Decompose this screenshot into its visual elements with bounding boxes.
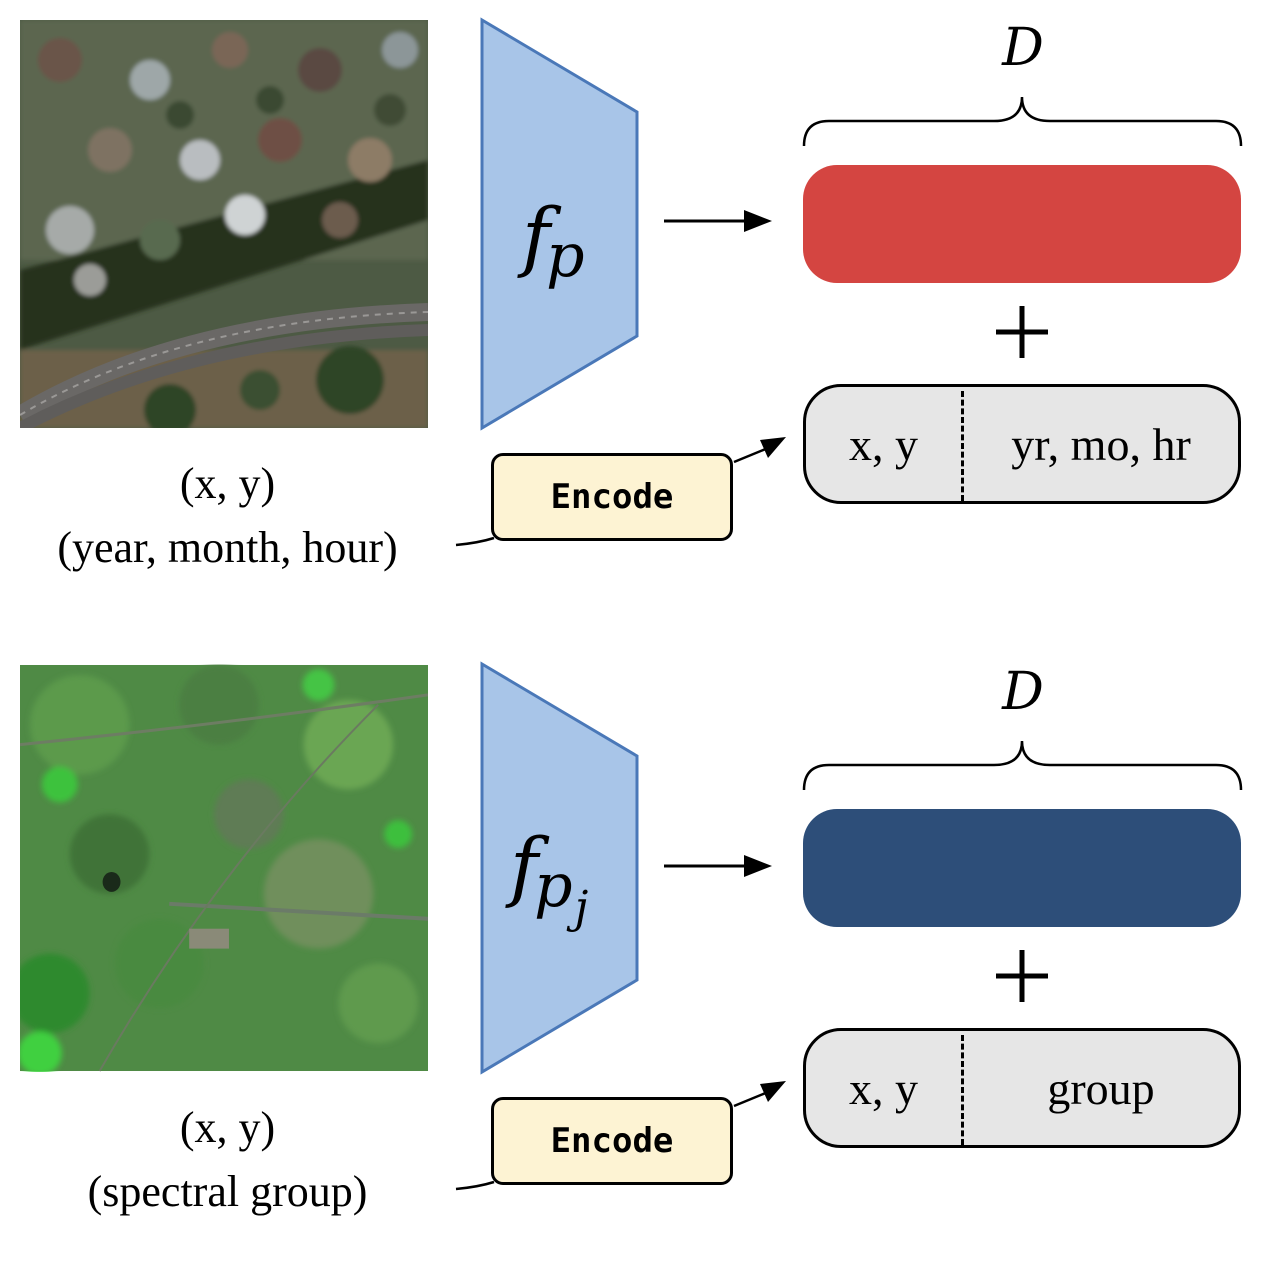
encoder-symbol: fpj — [505, 821, 588, 933]
caption-coordinates: (x, y) — [179, 1103, 276, 1152]
arrow-to-meta — [733, 1090, 769, 1108]
dimension-brace — [802, 740, 1243, 791]
metadata-group-label: group — [1047, 1062, 1155, 1114]
panel-temporal: fp — [0, 0, 1288, 618]
metadata-divider — [961, 391, 964, 501]
image-token-bar — [803, 809, 1241, 927]
encode-box: Encode — [491, 1097, 733, 1185]
plus-icon — [996, 306, 1048, 358]
diagram-canvas: fp — [455, 17, 1243, 547]
arrowhead-to-meta — [760, 437, 786, 458]
caption-spectral-metadata: (spectral group) — [87, 1167, 368, 1216]
encoder-trapezoid — [480, 661, 639, 1075]
arrow-to-meta — [733, 446, 769, 464]
metadata-token: x, y yr, mo, hr — [803, 384, 1241, 504]
diagram-canvas: fpj — [455, 661, 1243, 1191]
dimension-label: D — [1002, 18, 1044, 78]
dimension-label: D — [1002, 662, 1044, 722]
encoder-trapezoid — [480, 17, 639, 431]
encode-box: Encode — [491, 453, 733, 541]
dimension-brace — [802, 96, 1243, 147]
caption-time-metadata: (year, month, hour) — [57, 523, 398, 572]
plus-icon — [996, 950, 1048, 1002]
metadata-time-label: yr, mo, hr — [1011, 418, 1191, 470]
caption-coordinates: (x, y) — [179, 459, 276, 508]
arrowhead-to-token — [744, 210, 772, 232]
encoder-symbol: fp — [517, 191, 585, 291]
panel-spectral: fpj — [0, 644, 1288, 1262]
metadata-position-label: x, y — [849, 1062, 918, 1114]
multispectral-green-image — [20, 664, 428, 1072]
aerial-suburban-image — [20, 20, 428, 428]
metadata-divider — [961, 1035, 964, 1145]
arrowhead-to-meta — [760, 1081, 786, 1102]
metadata-position-label: x, y — [849, 418, 918, 470]
caption-connector — [455, 536, 495, 547]
metadata-token: x, y group — [803, 1028, 1241, 1148]
arrowhead-to-token — [744, 855, 772, 877]
caption-connector — [455, 1180, 495, 1191]
image-token-bar — [803, 165, 1241, 283]
